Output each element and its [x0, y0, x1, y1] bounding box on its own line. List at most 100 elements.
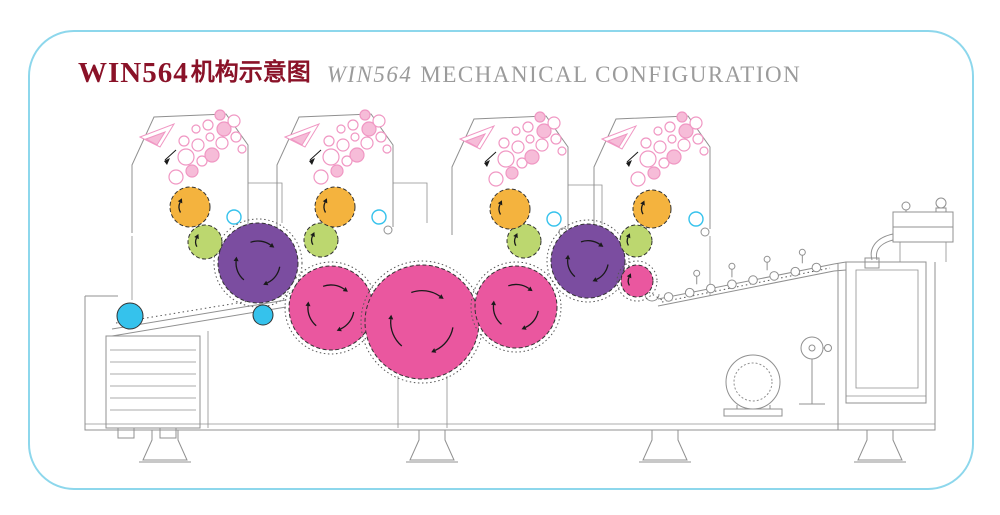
rotation-arrowhead — [626, 273, 632, 279]
machine-feet — [139, 430, 906, 463]
form-roller-unit2 — [303, 222, 339, 258]
ink-roller — [522, 121, 534, 133]
transfer-roller-body — [620, 264, 654, 298]
rotation-arrow — [492, 304, 502, 325]
feed-arrow — [309, 149, 322, 161]
ink-roller — [322, 148, 340, 166]
paper-stack-icon-inner — [464, 133, 487, 148]
title-brand-en: WIN564 — [326, 62, 413, 87]
chain-gripper — [684, 287, 695, 298]
ink-roller — [347, 119, 359, 131]
rotation-arrowhead — [491, 300, 496, 306]
unit-frame-outline — [131, 113, 249, 233]
unit-frame-extension — [248, 182, 283, 223]
small-roller — [383, 225, 393, 235]
rotation-arrowhead — [388, 314, 394, 320]
plate-cylinder-right — [546, 219, 630, 303]
ink-roller — [350, 132, 360, 142]
form-roller-unit1-body — [187, 224, 223, 260]
chain-gripper — [769, 271, 779, 281]
ink-roller — [227, 114, 241, 128]
ink-roller — [361, 121, 377, 137]
ink-roller — [488, 171, 504, 187]
chain-gripper — [663, 292, 674, 302]
chain-gripper — [748, 275, 758, 285]
rotation-arrow — [235, 261, 245, 281]
rotation-arrow — [580, 239, 601, 245]
ink-roller — [204, 147, 220, 163]
ink-roller — [516, 157, 528, 169]
rotation-arrow — [508, 283, 530, 290]
ink-roller — [323, 135, 335, 147]
oscillator-roller-unit1 — [169, 186, 211, 228]
delivery-conveyor — [644, 263, 835, 307]
rotation-arrow — [323, 202, 327, 213]
ink-roller — [382, 144, 392, 154]
ink-roller — [678, 123, 694, 139]
feed-arrowhead — [626, 160, 632, 167]
ink-roller — [664, 121, 676, 133]
oscillator-roller-unit4 — [632, 189, 672, 229]
title-suffix-en: MECHANICAL CONFIGURATION — [420, 62, 802, 87]
form-roller-unit1 — [187, 224, 223, 260]
ink-roller — [630, 171, 646, 187]
ink-roller — [667, 134, 677, 144]
chain-gripper — [706, 283, 716, 294]
print-unit-1 — [131, 109, 283, 235]
rotation-arrow — [567, 259, 576, 278]
rotation-arrowhead — [310, 232, 315, 238]
rotation-arrowhead — [194, 234, 199, 240]
ink-roller — [372, 114, 386, 128]
rotation-arrow — [498, 204, 502, 215]
feed-arrowhead — [484, 160, 490, 167]
dampening-roller — [688, 211, 704, 227]
ink-roller — [498, 137, 510, 149]
blower-pump — [723, 354, 783, 417]
ink-roller — [639, 150, 657, 168]
oscillator-roller-unit3-body — [489, 188, 531, 230]
oscillator-roller-unit3 — [489, 188, 531, 230]
paper-stack-icon-inner — [289, 131, 312, 146]
rotation-arrowhead — [269, 242, 275, 248]
fan-wheel — [799, 336, 832, 405]
ink-roller — [341, 155, 353, 167]
rotation-arrow — [596, 264, 609, 280]
form-roller-unit2-body — [303, 222, 339, 258]
delivery-pin — [763, 255, 771, 263]
frame-verticals — [131, 236, 711, 428]
blanket-cylinder-right-body — [474, 265, 558, 349]
ink-roller — [336, 138, 350, 152]
ink-roller — [666, 149, 682, 165]
ink-roller — [647, 166, 661, 180]
small-roller — [700, 227, 710, 237]
print-unit-2 — [276, 109, 428, 235]
ink-roller — [525, 134, 535, 144]
dampening-roller — [226, 209, 242, 225]
ink-roller — [178, 135, 190, 147]
dampening-roller — [371, 209, 387, 225]
ink-roller — [676, 111, 688, 123]
delivery-pin — [693, 269, 701, 277]
rotation-arrow — [390, 319, 403, 347]
rotation-arrowhead — [305, 301, 311, 307]
paper-path — [115, 267, 831, 324]
unit-frame-extension — [393, 182, 428, 223]
oscillator-roller-unit1-body — [169, 186, 211, 228]
rotation-arrow — [307, 305, 317, 327]
ink-roller — [658, 157, 670, 169]
ink-roller — [168, 169, 184, 185]
ink-roller — [536, 123, 552, 139]
gripper-dot-ring — [213, 218, 303, 308]
ink-roller — [205, 132, 215, 142]
rotation-arrowhead — [263, 280, 269, 286]
rotation-arrowhead — [438, 294, 444, 299]
unit-frame-outline — [451, 115, 569, 235]
rotation-arrow — [411, 290, 441, 297]
ink-roller — [177, 148, 195, 166]
ink-roller — [230, 131, 242, 143]
form-roller-unit4-body — [619, 224, 653, 258]
ink-roller — [511, 140, 525, 154]
delivery-pin — [728, 262, 736, 270]
gripper-dot-ring — [470, 261, 562, 353]
